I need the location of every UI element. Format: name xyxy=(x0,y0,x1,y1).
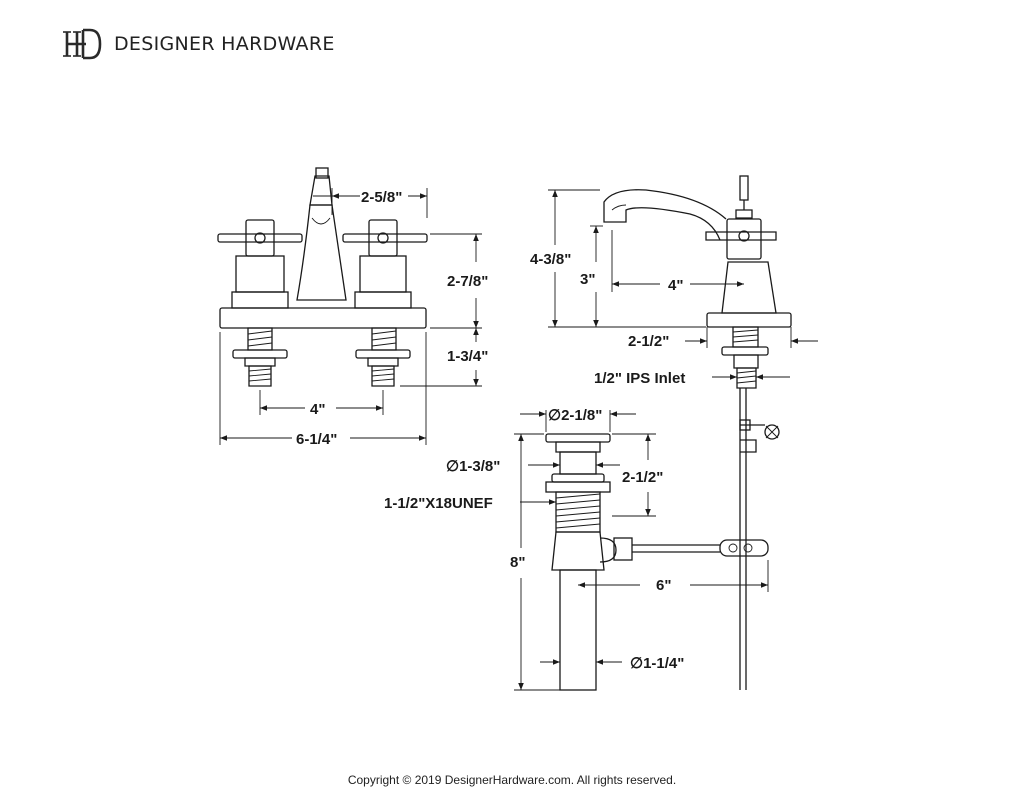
dim-inlet: 1/2" IPS Inlet xyxy=(594,370,685,387)
dim-drain-upper: 2-1/2" xyxy=(622,469,663,486)
side-view xyxy=(548,175,818,690)
hd-monogram-icon xyxy=(62,26,104,62)
dim-deck-depth: 2-1/2" xyxy=(628,333,669,350)
copyright-notice: Copyright © 2019 DesignerHardware.com. A… xyxy=(347,773,677,787)
dim-spout-height: 3" xyxy=(580,271,595,288)
dim-flange-diameter: ∅2-1/8" xyxy=(548,407,602,424)
dim-lift-rod-reach: 6" xyxy=(656,577,671,594)
brand-name: DESIGNER HARDWARE xyxy=(114,33,335,55)
front-view xyxy=(217,167,482,445)
dim-faucet-height: 4-3/8" xyxy=(530,251,571,268)
dim-thread-spec: 1-1/2"X18UNEF xyxy=(384,495,493,512)
dim-center-spread: 4" xyxy=(310,401,325,418)
dim-drain-length: 8" xyxy=(510,554,525,571)
drain-view xyxy=(514,410,769,691)
dim-spout-reach: 4" xyxy=(668,277,683,294)
dim-shank-length: 1-3/4" xyxy=(447,348,488,365)
dim-tailpiece-diameter: ∅1-1/4" xyxy=(630,655,684,672)
dim-spout-offset: 2-5/8" xyxy=(361,189,402,206)
brand-header: DESIGNER HARDWARE xyxy=(62,26,335,62)
dim-handle-height: 2-7/8" xyxy=(447,273,488,290)
dim-body-diameter: ∅1-3/8" xyxy=(446,458,500,475)
dim-overall-width: 6-1/4" xyxy=(296,431,337,448)
